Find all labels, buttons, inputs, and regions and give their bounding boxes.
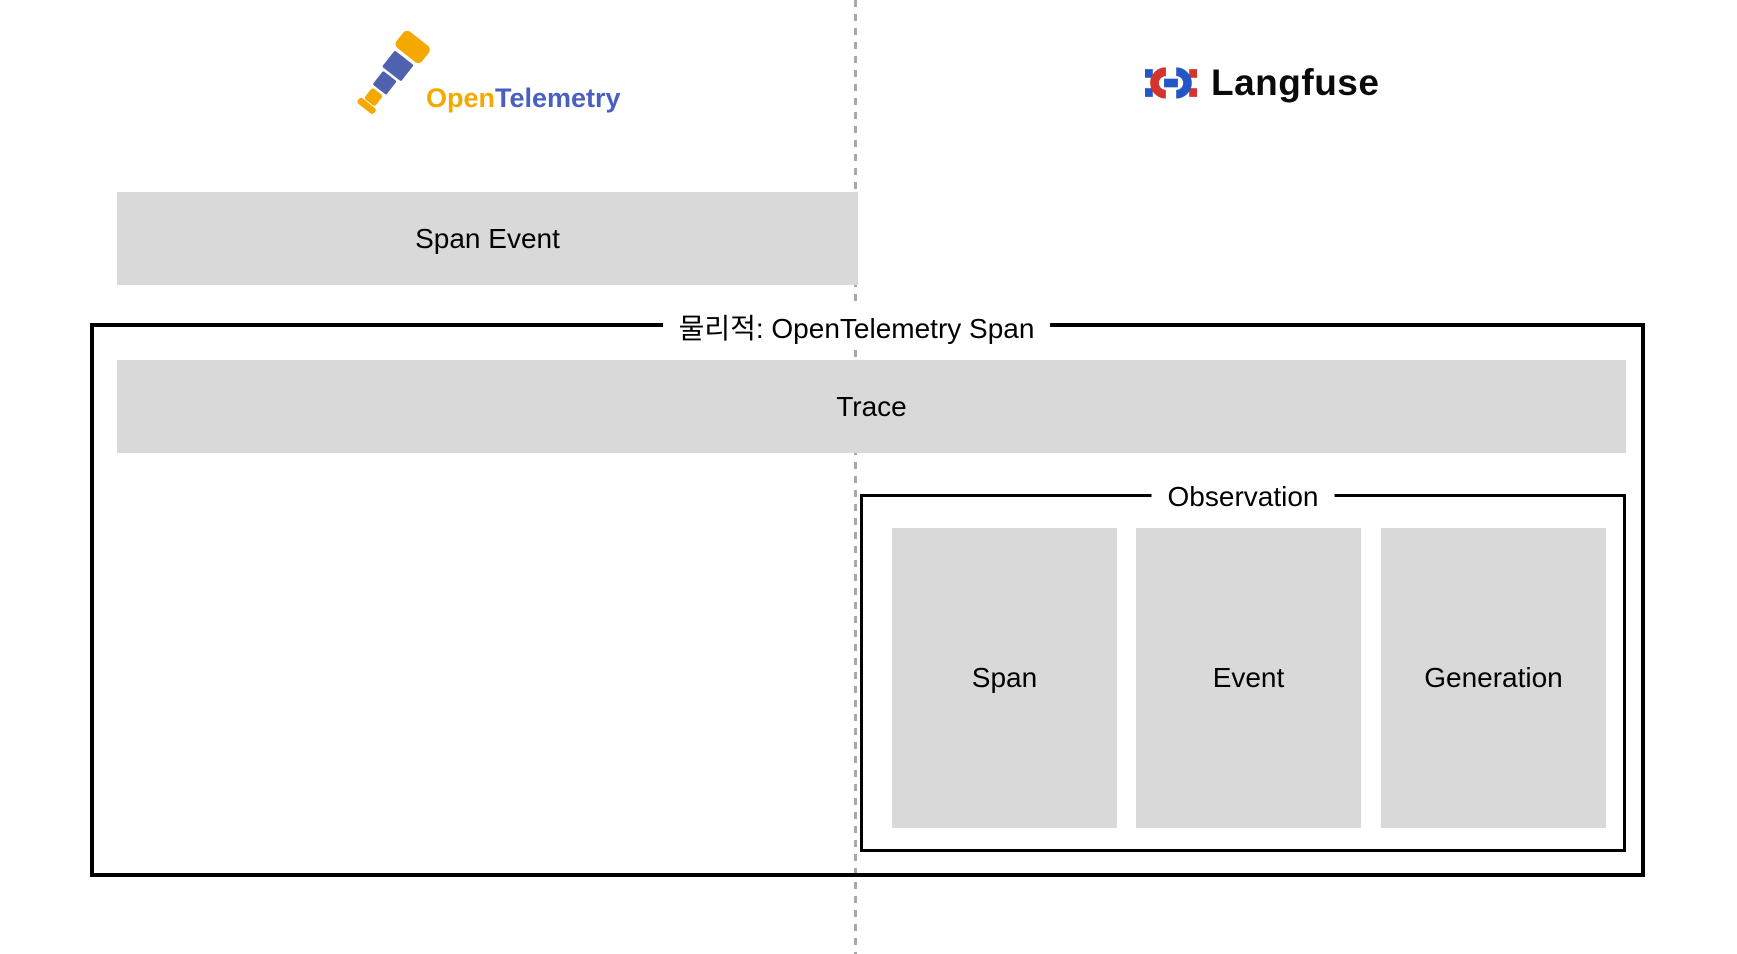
trace-label: Trace: [836, 390, 907, 422]
otel-span-group-label: 물리적: OpenTelemetry Span: [662, 307, 1051, 347]
observation-item-generation: Generation: [1381, 528, 1606, 828]
observation-group-box: Observation Span Event Generation: [860, 481, 1626, 852]
observation-item-generation-label: Generation: [1424, 662, 1563, 693]
observation-item-span-label: Span: [971, 662, 1038, 693]
observation-item-span: Span: [892, 528, 1117, 828]
opentelemetry-telescope-icon: [357, 30, 430, 114]
vertical-dashed-divider: [854, 0, 857, 954]
opentelemetry-text-telemetry: Telemetry: [495, 83, 621, 113]
trace-box: Trace: [117, 360, 1626, 453]
span-event-label: Span Event: [415, 222, 560, 254]
observation-item-event: Event: [1136, 528, 1361, 828]
langfuse-logo: Langfuse: [1145, 55, 1379, 111]
opentelemetry-text-open: Open: [426, 83, 496, 113]
opentelemetry-logo: OpenTelemetry: [330, 25, 621, 125]
observation-item-event-label: Event: [1212, 662, 1285, 693]
opentelemetry-logo-text: OpenTelemetry: [426, 83, 621, 114]
otel-span-group-box: 물리적: OpenTelemetry Span Trace Observatio…: [90, 307, 1645, 877]
observation-group-label: Observation: [1151, 481, 1335, 513]
langfuse-knot-icon: [1145, 67, 1197, 99]
span-event-box: Span Event: [117, 192, 858, 285]
langfuse-logo-text: Langfuse: [1211, 62, 1380, 103]
